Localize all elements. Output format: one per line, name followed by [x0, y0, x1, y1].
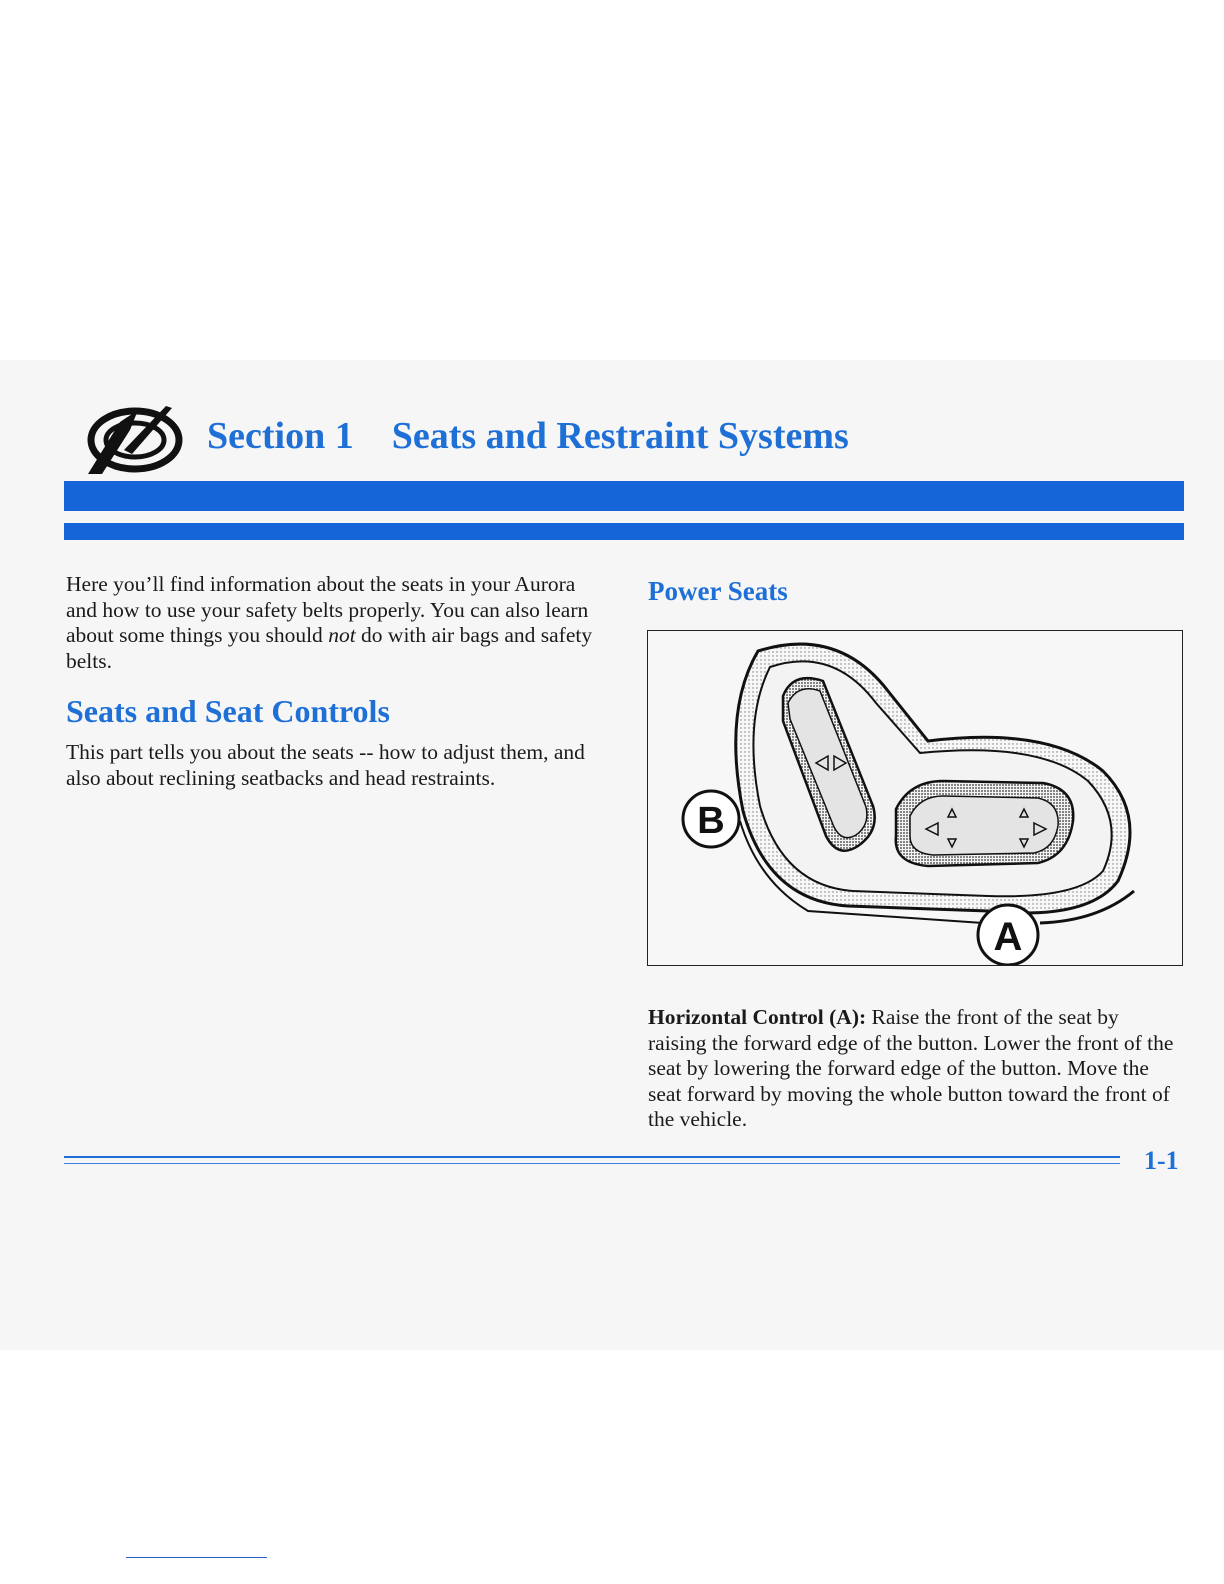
right-column: Power Seats: [648, 574, 1188, 608]
header-bar-thin: [64, 523, 1184, 540]
label-a: A: [994, 915, 1023, 959]
section-title: Section 1 Seats and Restraint Systems: [207, 414, 849, 458]
header-bar-thick: [64, 481, 1184, 511]
horizontal-control-caption: Horizontal Control (A): Raise the front …: [648, 1005, 1178, 1133]
seats-heading: Seats and Seat Controls: [66, 693, 390, 729]
caption-text: Raise the front of the seat by raising t…: [648, 1005, 1174, 1131]
intro-text-end: do with air bags and safety belts.: [66, 623, 593, 673]
intro-text-start: Here you’ll find information about the s…: [66, 572, 589, 647]
seats-paragraph: This part tells you about the seats -- h…: [66, 740, 585, 790]
caption-term: Horizontal Control (A):: [648, 1005, 867, 1029]
intro-paragraph: Here you’ll find information about the s…: [66, 572, 611, 674]
footer-rule-thin: [64, 1163, 1120, 1164]
caption-paragraph: Horizontal Control (A): Raise the front …: [648, 1005, 1178, 1133]
bottom-divider: [126, 1557, 267, 1558]
left-column: Here you’ll find information about the s…: [66, 572, 611, 791]
power-seat-control-illustration: B A: [647, 630, 1183, 966]
intro-emphasis: not: [328, 623, 356, 647]
page-number: 1-1: [1144, 1146, 1179, 1175]
label-b: B: [697, 800, 724, 842]
section-label: Section 1: [207, 415, 354, 457]
power-seats-heading: Power Seats: [648, 576, 788, 606]
footer-rule: [64, 1156, 1120, 1158]
section-name: Seats and Restraint Systems: [391, 415, 849, 457]
oldsmobile-rocket-logo-icon: [80, 400, 184, 478]
